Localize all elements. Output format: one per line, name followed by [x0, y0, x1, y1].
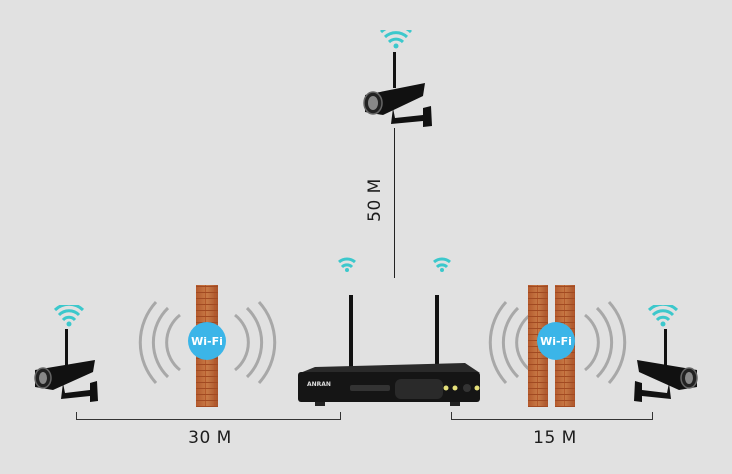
right-wifi-badge: Wi-Fi [537, 322, 575, 360]
right-distance-bracket [451, 412, 653, 420]
right-wifi-waves [485, 300, 630, 385]
left-wifi-waves [135, 300, 280, 385]
left-camera [25, 302, 110, 405]
top-camera [355, 24, 440, 130]
vertical-distance-line [394, 128, 395, 278]
left-distance-bracket [76, 412, 341, 420]
signal-waves-icon [138, 300, 277, 385]
nvr-device-icon [298, 257, 480, 406]
distance-label-top: 50 M [365, 178, 385, 222]
cctv-camera-icon [34, 302, 98, 402]
distance-label-left: 30 M [188, 428, 232, 448]
nvr-recorder: ANRAN [295, 255, 480, 415]
nvr-brand-logo: ANRAN [307, 381, 331, 388]
right-camera [622, 302, 707, 405]
left-wifi-badge: Wi-Fi [188, 322, 226, 360]
signal-waves-icon [488, 300, 627, 385]
cctv-camera-icon [634, 302, 698, 402]
distance-label-right: 15 M [533, 428, 577, 448]
cctv-camera-icon [363, 24, 432, 127]
